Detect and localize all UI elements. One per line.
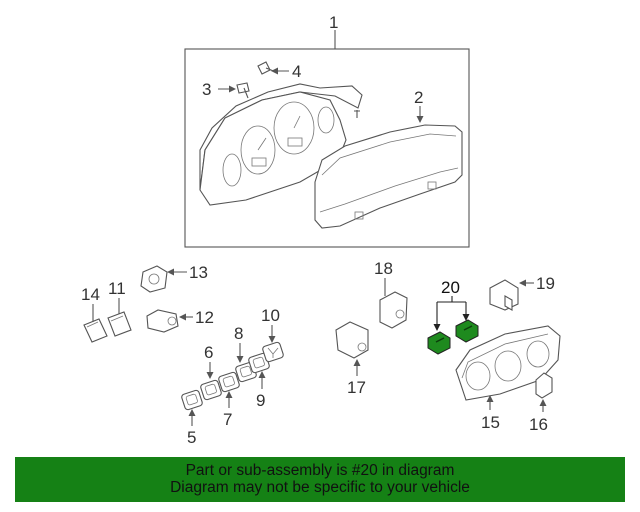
switch-17[interactable]	[335, 321, 369, 359]
callout-15: 15	[481, 413, 500, 432]
callout-8: 8	[234, 324, 243, 343]
banner-line-1: Part or sub-assembly is #20 in diagram	[185, 462, 455, 479]
switch-18[interactable]	[379, 291, 408, 329]
clip-mark	[354, 110, 360, 118]
button-6[interactable]	[200, 379, 222, 401]
parts-diagram: 1 2 3 4	[81, 13, 561, 447]
callout-10: 10	[261, 306, 280, 325]
switch-14[interactable]	[83, 318, 108, 343]
callout-1: 1	[329, 13, 338, 32]
button-5[interactable]	[181, 389, 203, 411]
cluster-bezel[interactable]	[199, 83, 363, 206]
callout-17: 17	[347, 378, 366, 397]
knob-16[interactable]	[535, 372, 553, 399]
callout-3: 3	[202, 80, 211, 99]
callout-9: 9	[256, 391, 265, 410]
screw-3[interactable]	[236, 82, 250, 99]
switch-13[interactable]	[140, 265, 168, 293]
callout-11: 11	[108, 279, 126, 298]
banner-line-2: Diagram may not be specific to your vehi…	[170, 479, 470, 496]
bulb-socket-20b[interactable]	[455, 319, 479, 343]
bulb-socket-20a[interactable]	[427, 331, 451, 355]
callout-13: 13	[189, 263, 208, 282]
callout-2: 2	[414, 88, 423, 107]
callout-16: 16	[529, 415, 548, 434]
button-10[interactable]	[262, 341, 284, 363]
callout-4: 4	[292, 62, 301, 81]
control-panel-15[interactable]	[455, 325, 561, 401]
callout-6: 6	[204, 343, 213, 362]
screw-4[interactable]	[257, 61, 277, 75]
switch-12[interactable]	[146, 309, 179, 333]
callout-5: 5	[187, 428, 196, 447]
switch-11[interactable]	[107, 311, 132, 337]
sensor-19[interactable]	[489, 279, 519, 311]
instrument-cluster-box	[184, 48, 470, 248]
callout-20: 20	[441, 278, 460, 297]
callout-18: 18	[374, 259, 393, 278]
callout-19: 19	[536, 274, 555, 293]
callout-12: 12	[195, 308, 214, 327]
callout-7: 7	[223, 410, 232, 429]
info-banner: Part or sub-assembly is #20 in diagram D…	[15, 457, 625, 502]
button-7[interactable]	[218, 371, 240, 393]
callout-14: 14	[81, 285, 100, 304]
cluster-lens[interactable]	[314, 124, 463, 229]
